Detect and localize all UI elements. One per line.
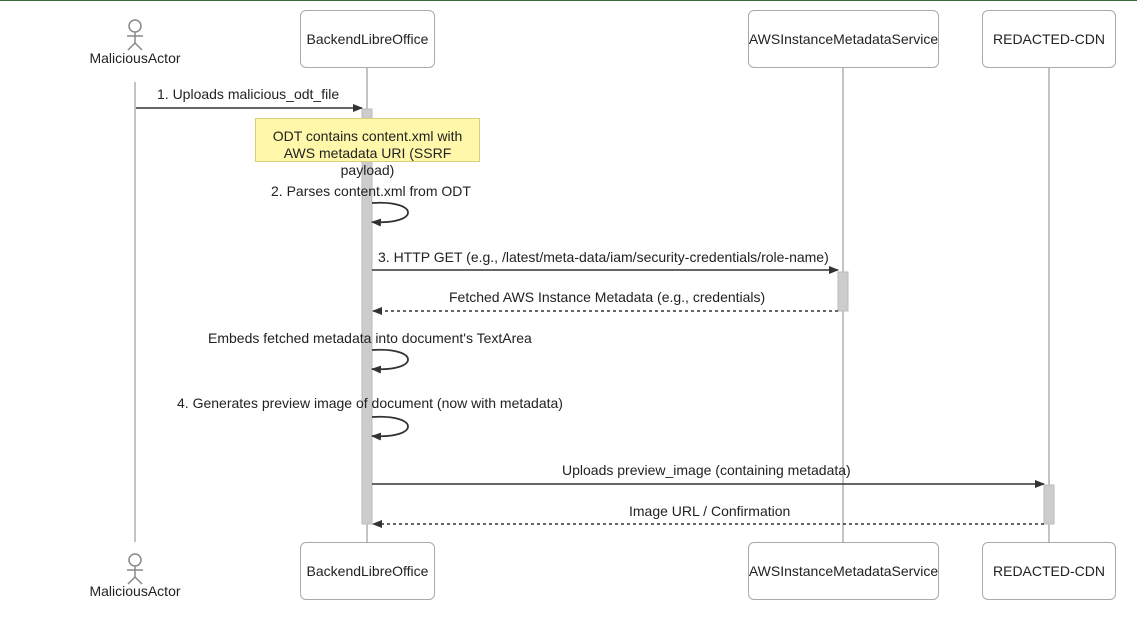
participant-backend-bottom: BackendLibreOffice bbox=[300, 542, 435, 600]
participant-cdn-top: REDACTED-CDN bbox=[982, 10, 1116, 68]
participant-cdn-bottom: REDACTED-CDN bbox=[982, 542, 1116, 600]
participant-backend-top: BackendLibreOffice bbox=[300, 10, 435, 68]
arrow-m5 bbox=[371, 348, 409, 374]
arrow-m6 bbox=[371, 415, 409, 441]
note-line-2: AWS metadata URI (SSRF payload) bbox=[283, 145, 452, 178]
message-label-m8: Image URL / Confirmation bbox=[629, 503, 791, 519]
participant-aws-bottom: AWSInstanceMetadataService bbox=[748, 542, 939, 600]
actor-figure-top bbox=[127, 19, 143, 51]
ssrf-note: ODT contains content.xml with AWS metada… bbox=[255, 118, 480, 178]
activation-aws bbox=[837, 271, 849, 312]
actor-label-bottom: MaliciousActor bbox=[89, 583, 181, 599]
actor-figure-bottom bbox=[127, 553, 143, 585]
message-label-m1: 1. Uploads malicious_odt_file bbox=[157, 86, 340, 102]
message-label-m4: Fetched AWS Instance Metadata (e.g., cre… bbox=[449, 289, 766, 305]
activation-cdn bbox=[1043, 484, 1055, 525]
message-label-m6: 4. Generates preview image of document (… bbox=[177, 395, 563, 411]
actor-label-top: MaliciousActor bbox=[89, 50, 181, 66]
message-label-m2: 2. Parses content.xml from ODT bbox=[271, 183, 471, 199]
top-border bbox=[0, 0, 1137, 1]
arrow-m2 bbox=[371, 201, 409, 227]
participant-aws-top: AWSInstanceMetadataService bbox=[748, 10, 939, 68]
message-label-m7: Uploads preview_image (containing metada… bbox=[562, 462, 851, 478]
message-label-m5: Embeds fetched metadata into document's … bbox=[208, 330, 532, 346]
activation-backend bbox=[361, 108, 373, 525]
note-line-1: ODT contains content.xml with bbox=[272, 128, 463, 144]
message-label-m3: 3. HTTP GET (e.g., /latest/meta-data/iam… bbox=[378, 249, 829, 265]
